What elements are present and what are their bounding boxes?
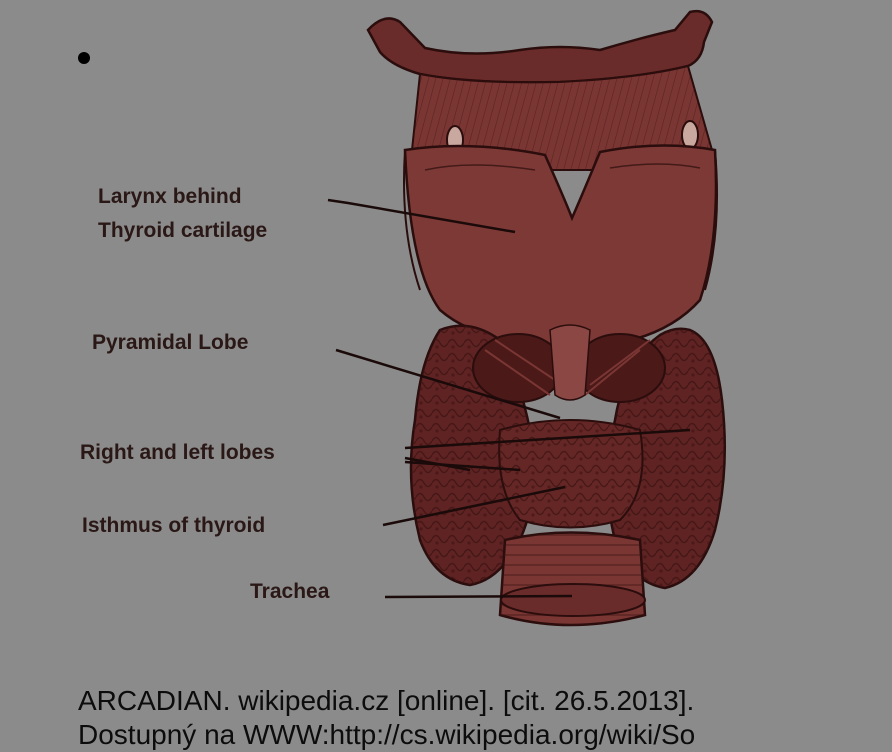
label-larynx-line2: Thyroid cartilage [98, 216, 267, 246]
label-pyramidal-lobe: Pyramidal Lobe [92, 328, 248, 358]
citation-text: ARCADIAN. wikipedia.cz [online]. [cit. 2… [78, 684, 695, 752]
citation-line-1: ARCADIAN. wikipedia.cz [online]. [cit. 2… [78, 684, 695, 718]
cricothyroid-muscles [473, 325, 665, 402]
trachea-leader-line [385, 596, 572, 597]
thyroid-isthmus [499, 420, 642, 528]
label-larynx-line1: Larynx behind [98, 182, 242, 212]
trachea [500, 533, 645, 626]
label-isthmus: Isthmus of thyroid [82, 511, 265, 541]
thyroid-cartilage [404, 145, 717, 348]
label-trachea: Trachea [250, 577, 329, 607]
citation-line-2: Dostupný na WWW:http://cs.wikipedia.org/… [78, 718, 695, 752]
label-right-left-lobes: Right and left lobes [80, 438, 275, 468]
